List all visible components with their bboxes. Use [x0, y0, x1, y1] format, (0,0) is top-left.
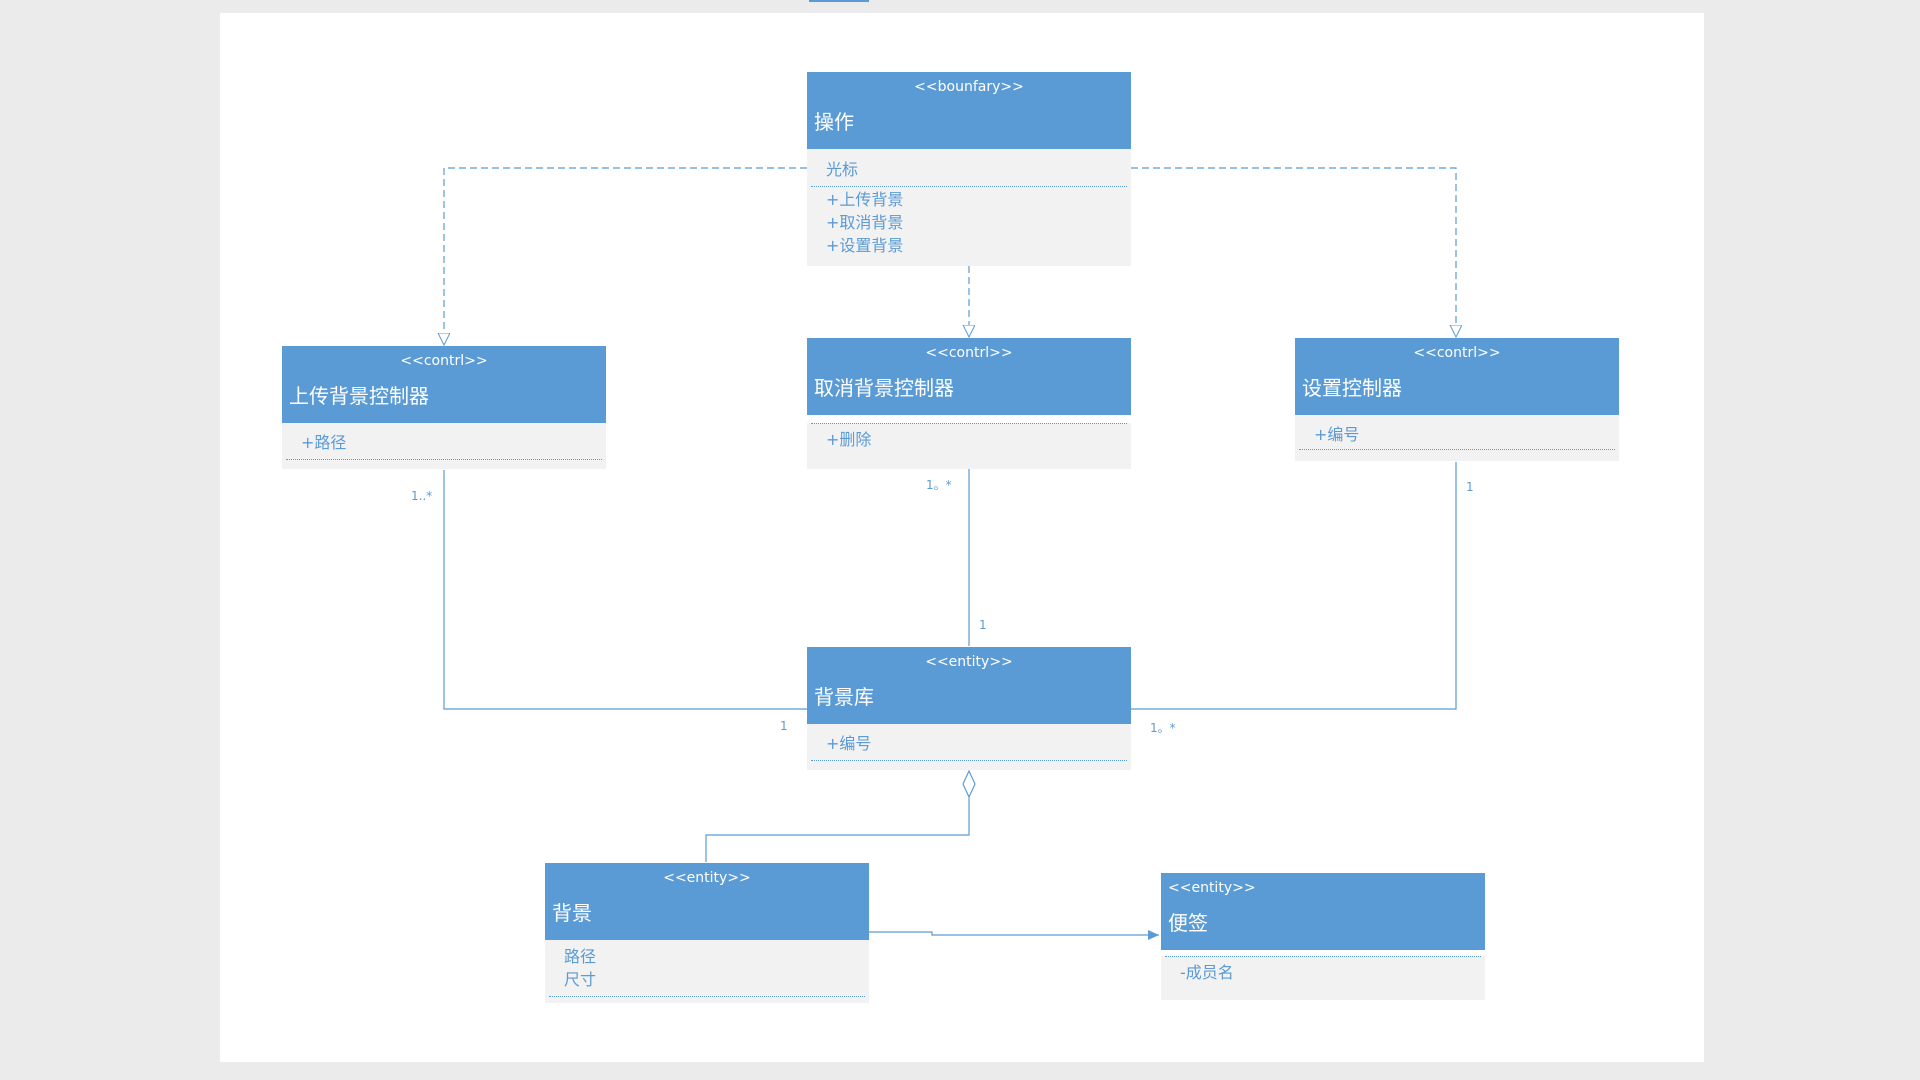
stereotype-label: <<bounfary>>: [914, 79, 1024, 95]
operation: +取消背景: [826, 213, 904, 232]
page-tab-indicator[interactable]: [809, 0, 869, 2]
stereotype-label: <<entity>>: [663, 870, 751, 886]
class-body: +删除: [807, 423, 1131, 469]
attribute: +编号: [1314, 425, 1360, 444]
compartment-separator: [1299, 449, 1615, 450]
multiplicity-upload: 1..*: [411, 489, 433, 503]
class-background[interactable]: <<entity>> 背景 路径 尺寸: [545, 863, 869, 1003]
multiplicity-library-cancel: 1: [979, 618, 987, 632]
compartment-separator: [811, 760, 1127, 761]
class-name: 操作: [814, 110, 854, 134]
class-body: +路径: [282, 423, 606, 469]
attribute: -成员名: [1180, 963, 1234, 982]
multiplicity-library-setting: 1。*: [1150, 721, 1176, 735]
stereotype-label: <<contrl>>: [1413, 345, 1501, 361]
class-header: <<contrl>> 设置控制器: [1295, 338, 1619, 415]
class-name: 便签: [1168, 911, 1208, 935]
class-cancel-controller[interactable]: <<contrl>> 取消背景控制器 +删除: [807, 338, 1131, 469]
class-name: 设置控制器: [1302, 376, 1402, 400]
attribute: +删除: [826, 430, 872, 449]
class-body: 光标 +上传背景 +取消背景 +设置背景: [807, 149, 1131, 266]
stereotype-label: <<entity>>: [1168, 880, 1256, 896]
class-name: 背景: [552, 901, 592, 925]
compartment-separator: [811, 423, 1127, 424]
attribute: 尺寸: [564, 970, 597, 989]
class-header: <<entity>> 背景库: [807, 647, 1131, 724]
class-header: <<contrl>> 上传背景控制器: [282, 346, 606, 423]
multiplicity-cancel: 1。*: [926, 478, 952, 492]
compartment-separator: [549, 996, 865, 997]
attribute: 光标: [826, 160, 859, 179]
class-background-library[interactable]: <<entity>> 背景库 +编号: [807, 647, 1131, 770]
compartment-separator: [811, 186, 1127, 187]
class-note[interactable]: <<entity>> 便签 -成员名: [1161, 873, 1485, 1000]
stereotype-label: <<contrl>>: [925, 345, 1013, 361]
operation: +上传背景: [826, 190, 904, 209]
class-body: +编号: [1295, 415, 1619, 461]
class-header: <<contrl>> 取消背景控制器: [807, 338, 1131, 415]
operation: +设置背景: [826, 236, 904, 255]
stereotype-label: <<contrl>>: [400, 353, 488, 369]
compartment-separator: [1165, 956, 1481, 957]
stereotype-label: <<entity>>: [925, 654, 1013, 670]
class-operation[interactable]: <<bounfary>> 操作 光标 +上传背景 +取消背景 +设置背景: [807, 72, 1131, 266]
multiplicity-setting: 1: [1466, 480, 1474, 494]
class-name: 取消背景控制器: [814, 376, 954, 400]
class-header: <<entity>> 背景: [545, 863, 869, 940]
attribute: +编号: [826, 734, 872, 753]
class-setting-controller[interactable]: <<contrl>> 设置控制器 +编号: [1295, 338, 1619, 461]
attribute: +路径: [301, 433, 347, 452]
multiplicity-library-upload: 1: [780, 719, 788, 733]
class-header: <<bounfary>> 操作: [807, 72, 1131, 149]
class-body: +编号: [807, 724, 1131, 770]
class-body: 路径 尺寸: [545, 940, 869, 1003]
class-header: <<entity>> 便签: [1161, 873, 1485, 950]
class-name: 背景库: [814, 685, 874, 709]
class-name: 上传背景控制器: [289, 384, 429, 408]
attribute: 路径: [564, 947, 597, 966]
compartment-separator: [286, 459, 602, 460]
class-upload-controller[interactable]: <<contrl>> 上传背景控制器 +路径: [282, 346, 606, 469]
class-body: -成员名: [1161, 956, 1485, 1000]
